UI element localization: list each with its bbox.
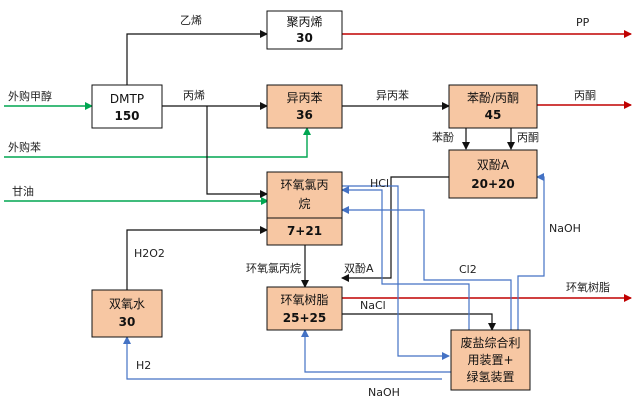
phenol-flow-label: 苯酚	[432, 130, 454, 144]
ech-to-wastesalt-line	[342, 185, 450, 360]
naoh-right-label: NaOH	[549, 222, 581, 235]
hydrogen-peroxide-box: 双氧水 30	[91, 289, 163, 338]
polypropylene-name: 聚丙烯	[286, 15, 322, 29]
h2o2-line	[126, 226, 268, 290]
cl2-line	[341, 206, 512, 335]
waste-salt-box: 废盐综合利 用装置+ 绿氢装置	[450, 329, 531, 391]
dmtp-box: DMTP 150	[91, 84, 163, 129]
glycerol-label: 甘油	[12, 184, 34, 198]
acetone-output-label: 丙酮	[574, 89, 596, 102]
dmtp-value: 150	[114, 109, 139, 123]
epichlorohydrin-box: 环氧氯丙 烷 7+21	[266, 171, 343, 246]
naoh-bottom-label: NaOH	[368, 386, 400, 399]
naoh-right-line	[517, 173, 545, 335]
bisphenol-a-box: 双酚A 20+20	[448, 149, 538, 199]
cumene-value: 36	[296, 108, 313, 122]
phenol-acetone-name: 苯酚/丙酮	[467, 91, 519, 105]
green-feed-lines	[4, 102, 311, 205]
hydrogen-peroxide-value: 30	[119, 315, 136, 329]
propylene-to-ech-line	[206, 106, 268, 198]
cl2-label: Cl2	[459, 263, 477, 276]
nacl-line	[342, 313, 496, 331]
h2-label: H2	[136, 359, 151, 372]
pp-label: PP	[576, 16, 590, 29]
bpa-flow-label: 双酚A	[344, 261, 374, 275]
ethylene-label: 乙烯	[180, 14, 202, 27]
bpa-to-epoxy-line	[341, 176, 449, 282]
waste-salt-line3: 绿氢装置	[466, 369, 514, 384]
ech-flow-label: 环氧氯丙烷	[246, 261, 301, 275]
flow-labels: 乙烯 丙烯 外购甲醇 外购苯 甘油 PP 异丙苯 丙酮 苯酚 丙酮 HCl Na…	[8, 14, 610, 399]
h2-line	[123, 336, 442, 380]
epoxy-output-label: 环氧树脂	[566, 280, 610, 294]
purchased-methanol-label: 外购甲醇	[8, 89, 52, 103]
cumene-box: 异丙苯 36	[266, 84, 343, 129]
acetone-flow-label: 丙酮	[517, 131, 539, 144]
epoxy-resin-value: 25+25	[283, 311, 326, 325]
waste-salt-line2: 用装置+	[467, 353, 513, 367]
propylene-label: 丙烯	[183, 89, 205, 102]
red-output-lines	[342, 30, 632, 302]
benzene-feed-line	[4, 127, 311, 158]
purchased-benzene-label: 外购苯	[8, 140, 41, 154]
bisphenol-a-value: 20+20	[471, 177, 514, 191]
cumene-name: 异丙苯	[286, 91, 322, 105]
nacl-label: NaCl	[360, 299, 386, 312]
epichlorohydrin-name-line2: 烷	[298, 197, 310, 211]
dmtp-name: DMTP	[110, 92, 144, 106]
cumene-flow-label: 异丙苯	[376, 88, 409, 102]
bisphenol-a-name: 双酚A	[477, 158, 510, 172]
blue-recycle-lines	[123, 173, 545, 380]
polypropylene-value: 30	[296, 31, 313, 45]
epoxy-resin-name: 环氧树脂	[280, 292, 328, 307]
epichlorohydrin-value: 7+21	[287, 224, 322, 238]
epichlorohydrin-name-line1: 环氧氯丙	[280, 178, 328, 192]
h2o2-label: H2O2	[134, 247, 165, 260]
hcl-label: HCl	[370, 177, 389, 190]
waste-salt-line1: 废盐综合利	[460, 335, 520, 350]
phenol-acetone-value: 45	[485, 108, 502, 122]
polypropylene-box: 聚丙烯 30	[266, 10, 343, 50]
black-process-lines	[126, 30, 515, 331]
ethylene-line	[126, 30, 268, 85]
hydrogen-peroxide-name: 双氧水	[109, 297, 145, 311]
phenol-acetone-box: 苯酚/丙酮 45	[448, 84, 538, 129]
hcl-line	[341, 186, 470, 338]
epoxy-resin-box: 环氧树脂 25+25	[266, 286, 343, 331]
naoh-bottom-line	[301, 329, 451, 373]
